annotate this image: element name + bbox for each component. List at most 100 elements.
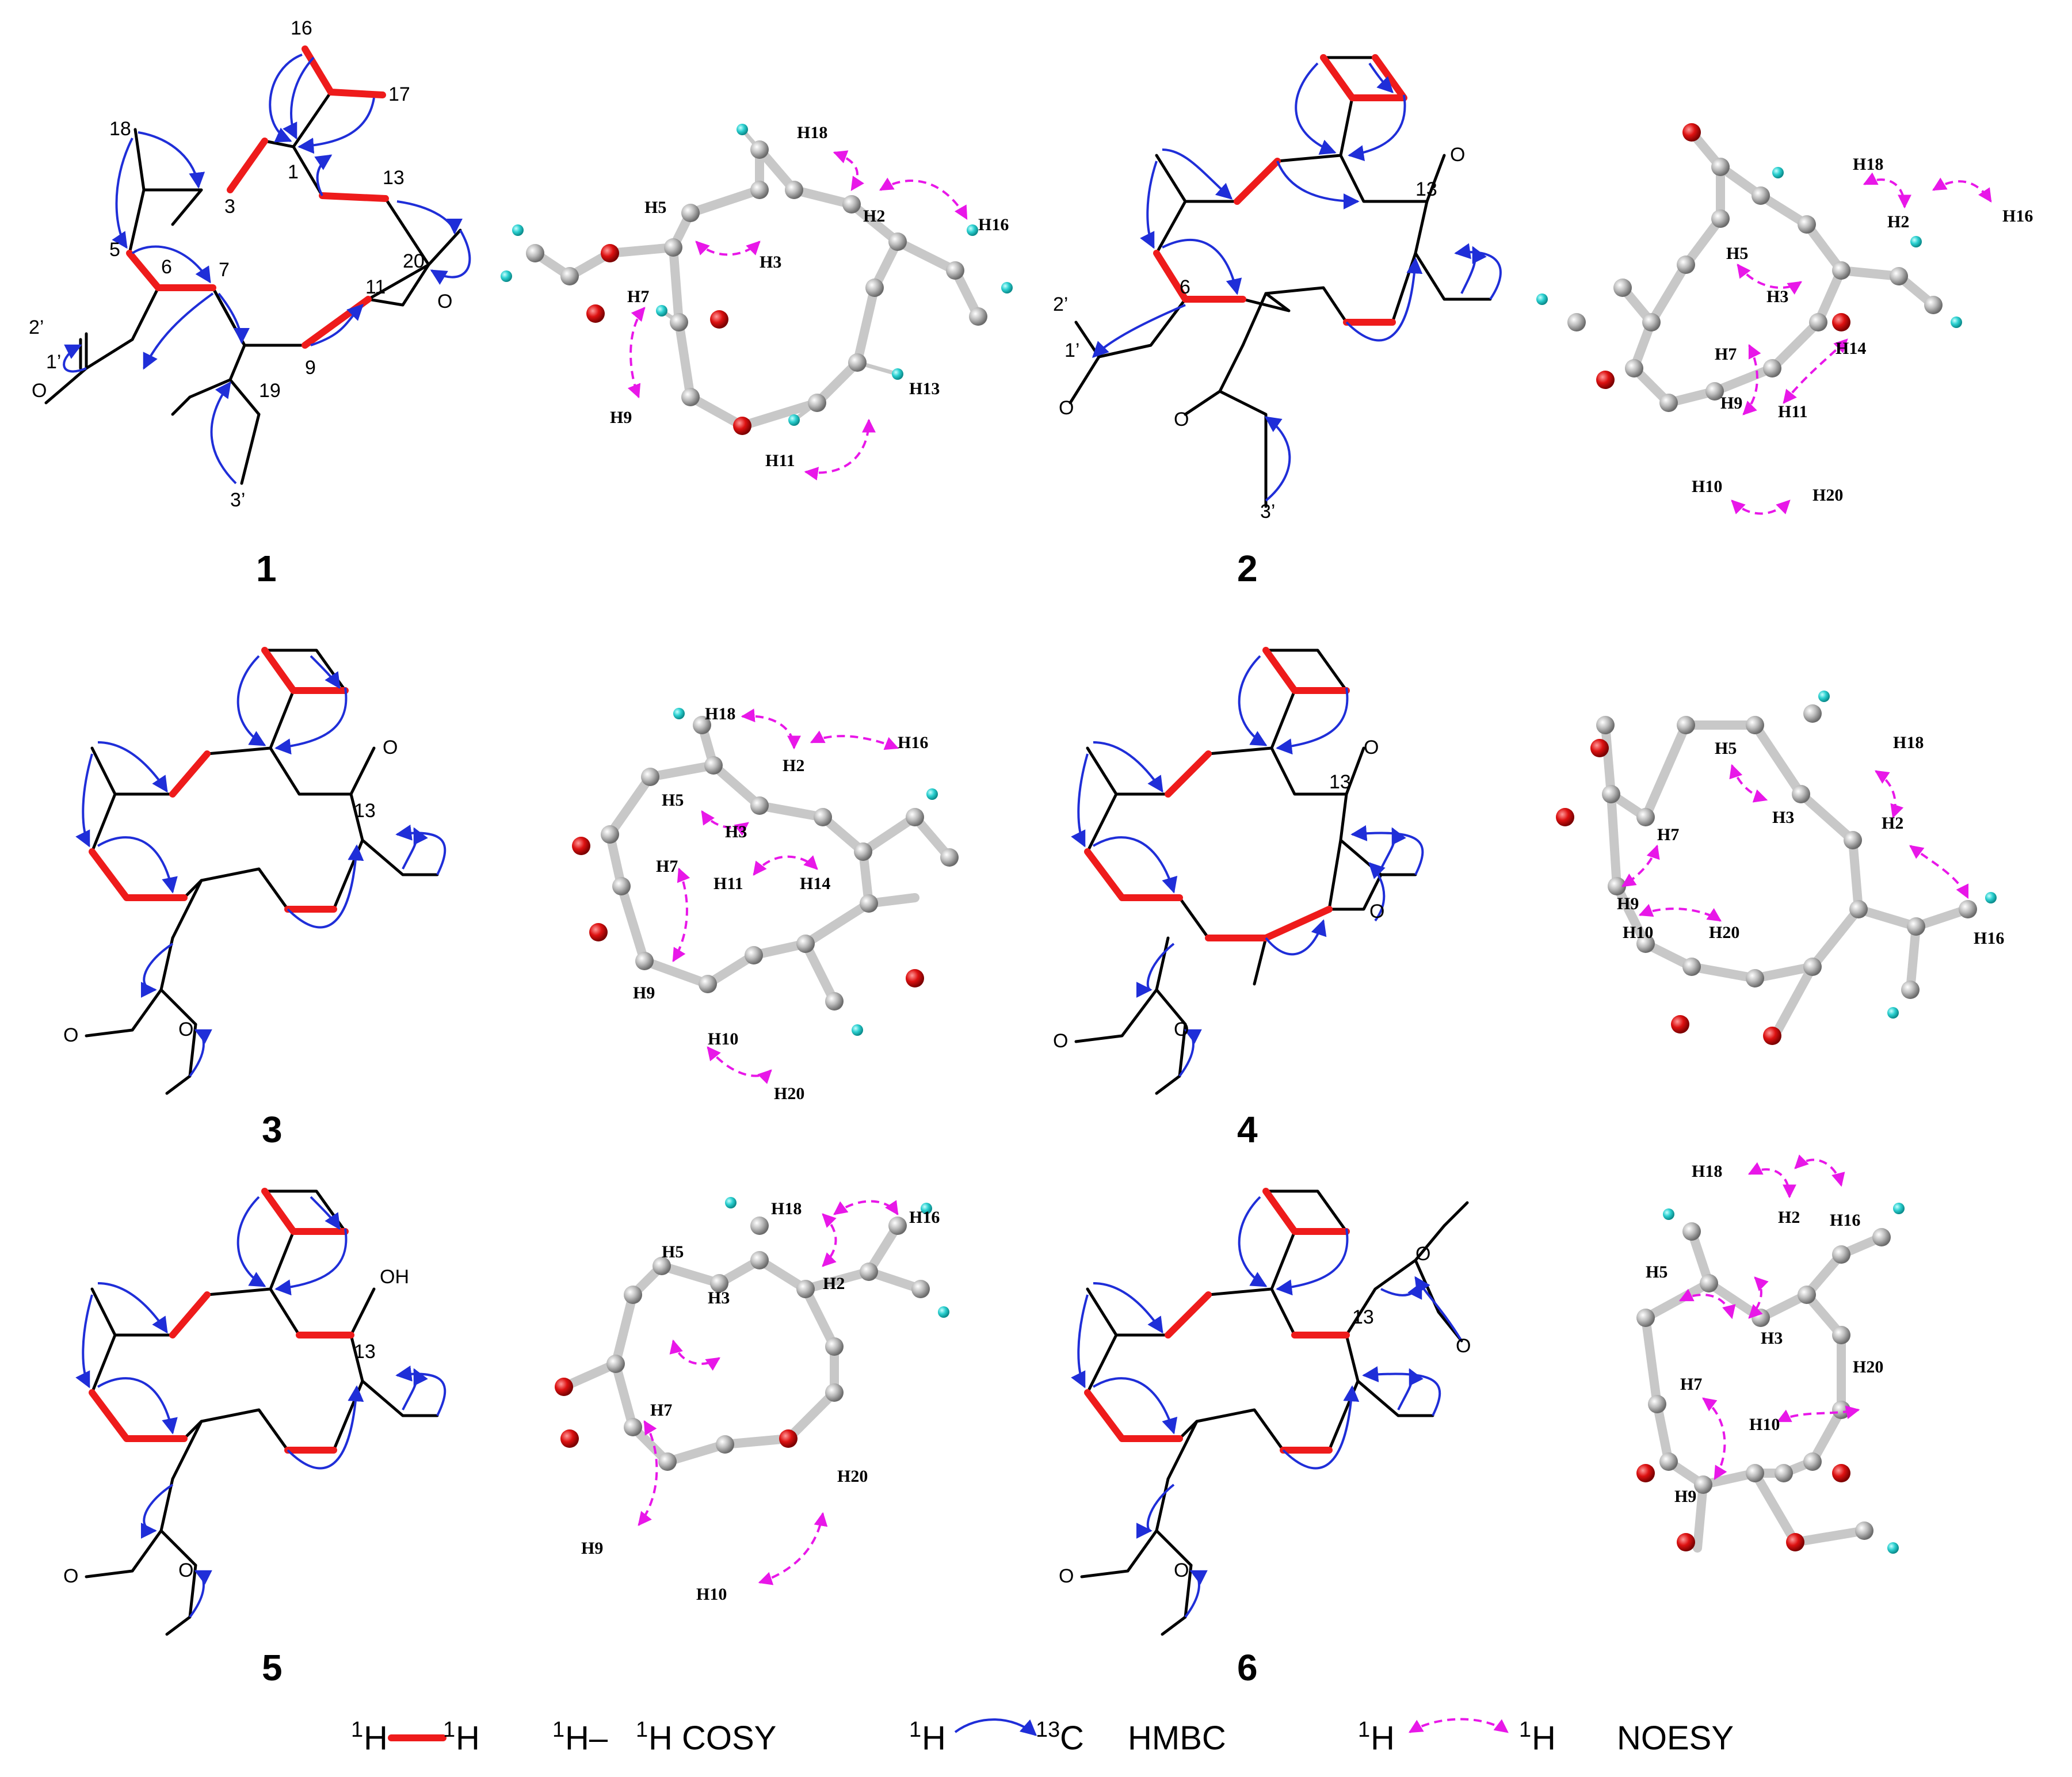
legend-noesy-arrow: [1408, 1718, 1509, 1733]
noesy-proton-label: H16: [909, 1208, 940, 1227]
noesy-proton-label: H3: [1772, 808, 1794, 827]
noesy-proton-label: H20: [774, 1084, 804, 1103]
legend-noesy-sup2: 1: [1519, 1718, 1531, 1742]
noesy-proton-label: H13: [909, 379, 940, 398]
atom-label: O: [1053, 1030, 1068, 1052]
noesy-proton-label: H16: [898, 733, 928, 752]
legend-cosy-h2: H: [456, 1719, 480, 1757]
compound-6-structure: O 13 O O O 6: [1059, 1188, 1471, 1688]
noesy-proton-label: H11: [765, 451, 795, 470]
atom-label: 16: [291, 17, 312, 39]
noesy-proton-label: H20: [1812, 486, 1843, 505]
legend-hmbc-arrow: [954, 1718, 1037, 1736]
legend-cosy-label: H–: [565, 1719, 608, 1757]
legend-noesy-h1: H: [1371, 1719, 1395, 1757]
compound-3-3d-model: H18 H16 H2 H5 H3 H7 H11 H14 H9 H10 H20: [572, 704, 959, 1103]
atom-label: 13: [1329, 771, 1351, 793]
atom-label: O: [1059, 1565, 1074, 1587]
compound-number: 4: [1237, 1109, 1258, 1150]
noesy-proton-label: H18: [1853, 155, 1883, 174]
atom-label: O: [1364, 737, 1379, 758]
noesy-proton-label: H9: [1617, 894, 1639, 913]
noesy-proton-label: H9: [1720, 394, 1742, 413]
noesy-proton-label: H11: [713, 874, 743, 893]
atom-label: 3’: [230, 489, 245, 511]
atom-label: 9: [305, 357, 316, 379]
atom-label: 20: [403, 250, 425, 272]
noesy-proton-label: H20: [837, 1467, 868, 1486]
compound-number: 2: [1237, 548, 1258, 589]
legend-cosy-label2: H COSY: [648, 1719, 776, 1757]
noesy-proton-label: H2: [1882, 814, 1903, 833]
atom-label: 19: [259, 380, 281, 402]
atom-label: 13: [383, 167, 405, 189]
noesy-proton-label: H2: [783, 756, 804, 775]
atom-label: 1’: [1064, 340, 1079, 361]
compound-1-3d-model: H18 H5 H2 H16 H3 H7 H9 H13 H11: [501, 123, 1013, 481]
legend: 1 H 1 H 1 H– 1 H COSY 1 H 13 C HMBC 1 H …: [351, 1718, 1734, 1757]
atom-label: O: [437, 291, 452, 312]
compound-2-3d-model: H18 H16 H5 H2 H3 H7 H14 H9 H11 H10 H20: [1536, 123, 2033, 515]
legend-cosy: 1 H 1 H 1 H– 1 H COSY: [351, 1718, 776, 1757]
atom-label: O: [1174, 1019, 1189, 1040]
noesy-proton-label: H18: [705, 704, 735, 723]
noesy-proton-label: H7: [650, 1401, 672, 1420]
noesy-proton-label: H7: [1680, 1375, 1702, 1394]
noesy-proton-label: H14: [1836, 339, 1866, 358]
atom-label: 7: [219, 259, 230, 281]
atom-label: 11: [365, 276, 386, 298]
compound-6-3d-model: H18 H2 H16 H5 H3 H20 H7 H10 H9: [1636, 1154, 1905, 1554]
atom-label: 3’: [1260, 501, 1275, 523]
legend-hmbc: 1 H 13 C HMBC: [909, 1718, 1226, 1757]
atom-label: O: [383, 737, 398, 758]
noesy-proton-label: H10: [1692, 477, 1722, 496]
legend-noesy-label: NOESY: [1617, 1719, 1734, 1757]
compound-number: 5: [262, 1647, 283, 1688]
atom-label: O: [1415, 1243, 1430, 1265]
noesy-proton-label: H2: [1778, 1208, 1800, 1227]
atom-label: O: [1174, 409, 1189, 430]
atom-label: O: [32, 380, 47, 402]
legend-noesy-h2: H: [1532, 1719, 1556, 1757]
atom-label: 6: [1180, 276, 1190, 298]
atom-label: 17: [388, 83, 410, 105]
legend-cosy-sup4: 1: [636, 1718, 648, 1742]
noesy-proton-label: H2: [823, 1274, 845, 1293]
noesy-proton-label: H18: [1893, 733, 1924, 752]
noesy-proton-label: H7: [1715, 345, 1737, 364]
atom-label: 6: [161, 256, 172, 278]
atom-label: 13: [354, 1341, 376, 1363]
noesy-proton-label: H2: [863, 207, 885, 226]
noesy-proton-label: H18: [771, 1199, 802, 1218]
atom-label: 2’: [29, 316, 44, 338]
noesy-proton-label: H11: [1778, 402, 1808, 421]
atom-label: 1: [288, 161, 299, 183]
atom-label: OH: [380, 1266, 409, 1288]
noesy-proton-label: H9: [581, 1539, 603, 1558]
legend-noesy: 1 H 1 H NOESY: [1358, 1718, 1734, 1757]
compound-4-3d-model: H5 H18 H7 H3 H2 H9 H10 H20 H16: [1556, 691, 2004, 1045]
noesy-proton-label: H5: [644, 198, 666, 217]
noesy-proton-label: H5: [662, 1242, 684, 1261]
noesy-proton-label: H5: [1726, 244, 1748, 263]
compound-4-structure: O 13 O O O 4: [1053, 647, 1424, 1150]
compound-5-3d-model: H18 H16 H5 H2 H3 H7 H9 H20 H10: [555, 1197, 949, 1604]
noesy-proton-label: H14: [800, 874, 830, 893]
noesy-proton-label: H16: [978, 215, 1009, 234]
atom-label: O: [178, 1019, 193, 1040]
noesy-proton-label: H10: [708, 1029, 738, 1048]
atom-label: O: [1174, 1559, 1189, 1581]
noesy-proton-label: H20: [1709, 923, 1739, 942]
compound-number: 3: [262, 1109, 283, 1150]
atom-label: O: [1369, 901, 1384, 922]
atom-label: 13: [354, 800, 376, 822]
noesy-proton-label: H5: [662, 791, 684, 810]
legend-hmbc-sup13: 13: [1036, 1718, 1060, 1742]
noesy-proton-label: H9: [610, 408, 632, 427]
atom-label: 5: [109, 239, 120, 261]
atom-label: O: [1456, 1335, 1471, 1357]
noesy-proton-label: H3: [725, 822, 747, 841]
atom-label: 1’: [46, 351, 61, 373]
atom-label: 2’: [1053, 293, 1068, 315]
